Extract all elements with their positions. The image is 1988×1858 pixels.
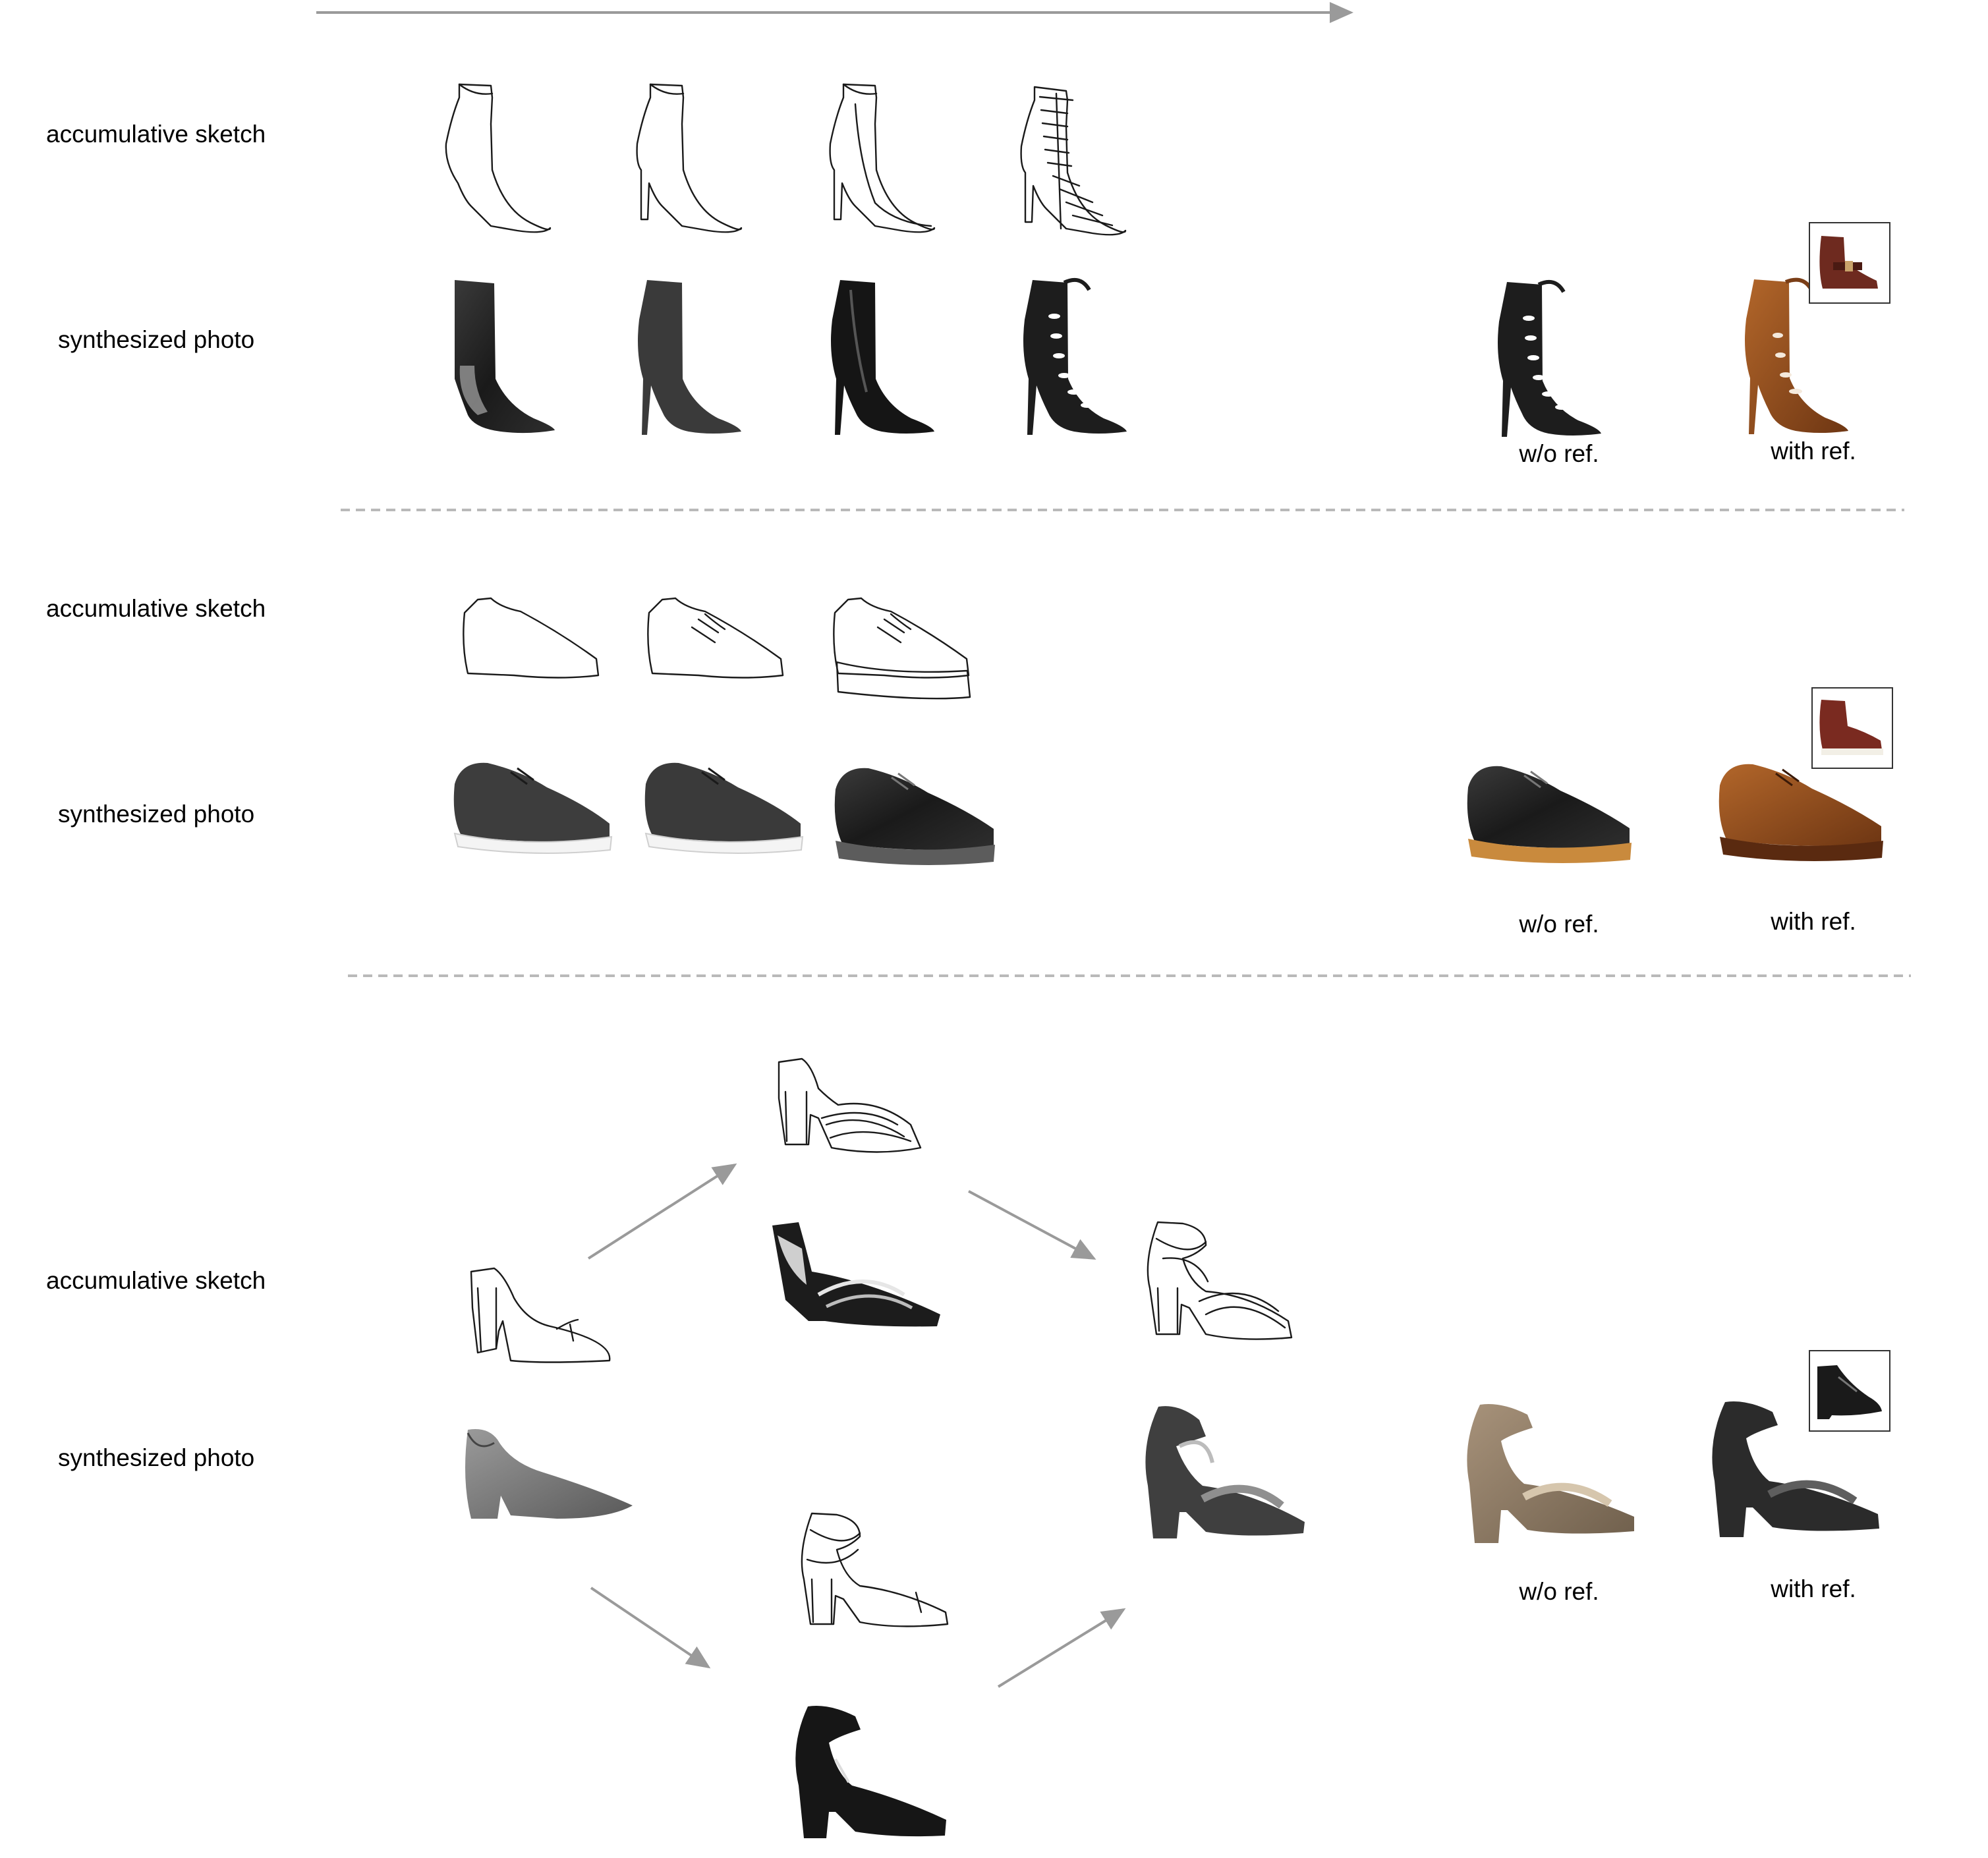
reference-ankle-boot-icon	[1809, 222, 1890, 304]
derby-shoe-photo	[1467, 766, 1632, 863]
sneaker-sketch	[647, 597, 784, 679]
transition-arrow	[968, 1190, 1096, 1260]
row-label-sketch: accumulative sketch	[46, 1267, 266, 1294]
sneaker-sketch	[833, 597, 971, 700]
high-heel-boot-photo	[638, 280, 741, 435]
high-heel-boot-sketch	[445, 83, 552, 233]
sneaker-sketch	[463, 597, 600, 679]
block-heel-sketch	[1147, 1221, 1293, 1340]
reference-heeled-loafer-icon	[1809, 1350, 1890, 1432]
lace-up-heel-photo	[1498, 279, 1601, 437]
row-label-photo: synthesized photo	[58, 801, 255, 828]
block-heel-sketch	[801, 1512, 949, 1627]
row-label-sketch: accumulative sketch	[46, 121, 266, 148]
high-heel-boot-sketch	[829, 83, 936, 233]
block-heel-sketch	[778, 1057, 922, 1153]
high-heel-boot-sketch	[1020, 86, 1127, 236]
caption-without-ref: w/o ref.	[1519, 440, 1599, 467]
caption-with-ref: with ref.	[1771, 437, 1856, 464]
block-heel-sandal-photo	[1712, 1401, 1879, 1537]
row-label-sketch: accumulative sketch	[46, 595, 266, 622]
transition-arrow	[997, 1608, 1126, 1688]
caption-without-ref: w/o ref.	[1519, 1578, 1599, 1605]
reference-work-boot-icon	[1811, 687, 1893, 769]
derby-shoe-photo	[834, 768, 995, 865]
block-heel-sandal-photo	[465, 1429, 633, 1519]
block-heel-sandal-photo	[1145, 1406, 1305, 1538]
high-heel-boot-photo	[831, 280, 934, 435]
high-heel-boot-sketch	[636, 83, 743, 233]
high-heel-boot-photo	[455, 280, 555, 434]
block-heel-sandal-photo	[1467, 1404, 1634, 1543]
derby-shoe-photo	[1718, 764, 1883, 861]
block-heel-sketch	[470, 1267, 611, 1363]
caption-with-ref: with ref.	[1771, 1575, 1856, 1602]
caption-without-ref: w/o ref.	[1519, 911, 1599, 938]
caption-with-ref: with ref.	[1771, 908, 1856, 935]
block-heel-sandal-photo	[795, 1706, 946, 1838]
transition-arrow	[587, 1163, 737, 1260]
lace-up-heel-photo	[1023, 277, 1127, 435]
derby-shoe-photo	[453, 762, 613, 854]
transition-arrow	[590, 1587, 711, 1669]
derby-shoe-photo	[644, 762, 804, 854]
block-heel-sandal-photo	[772, 1222, 940, 1327]
row-label-photo: synthesized photo	[58, 1444, 255, 1471]
row-label-photo: synthesized photo	[58, 326, 255, 353]
